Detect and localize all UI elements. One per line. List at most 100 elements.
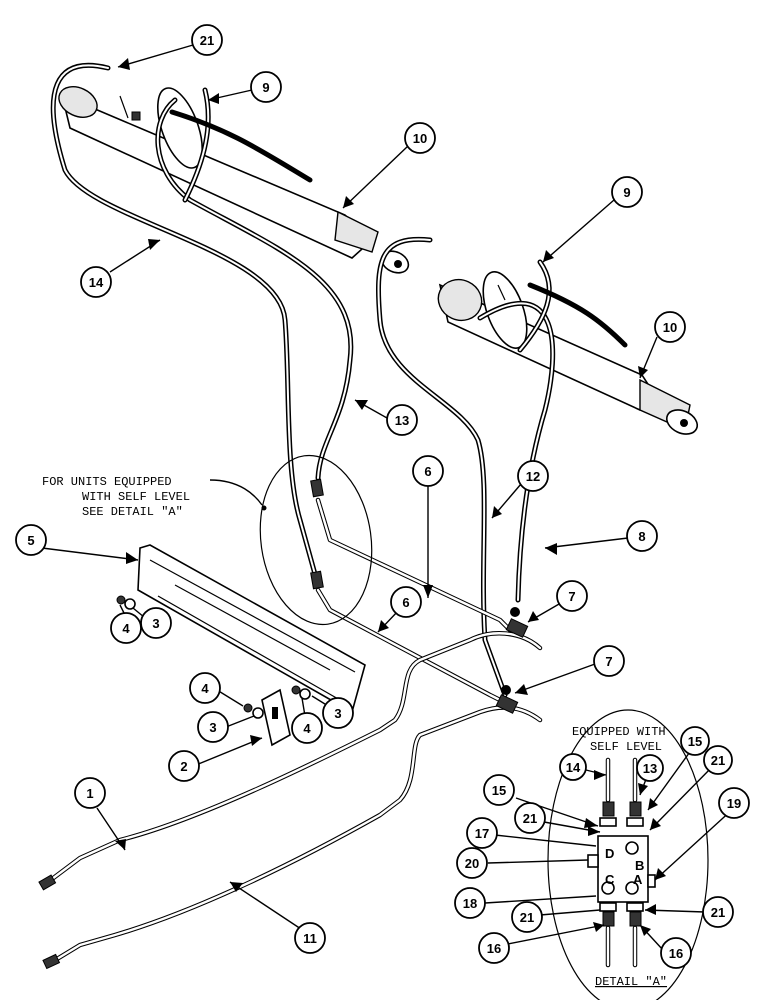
- svg-text:7: 7: [568, 589, 575, 604]
- callout-detail-21-left: 21: [514, 802, 546, 834]
- callout-9-left: 9: [250, 71, 282, 103]
- svg-text:16: 16: [669, 946, 683, 961]
- svg-text:6: 6: [424, 464, 431, 479]
- hose-14: [50, 62, 321, 588]
- callout-detail-16-right: 16: [660, 937, 692, 969]
- tee-fitting-lower: [495, 685, 519, 714]
- callout-10-right: 10: [654, 311, 686, 343]
- callout-detail-17: 17: [466, 817, 498, 849]
- callout-detail-19: 19: [718, 787, 750, 819]
- callout-3-left: 3: [140, 607, 172, 639]
- svg-text:9: 9: [262, 80, 269, 95]
- svg-text:2: 2: [180, 759, 187, 774]
- svg-text:21: 21: [711, 753, 725, 768]
- svg-text:4: 4: [303, 721, 311, 736]
- callout-3-right: 3: [322, 697, 354, 729]
- callout-13: 13: [386, 404, 418, 436]
- callout-4-mid: 4: [189, 672, 221, 704]
- clamp-bar: [137, 544, 366, 714]
- svg-text:15: 15: [688, 734, 702, 749]
- svg-text:3: 3: [334, 706, 341, 721]
- callout-detail-20: 20: [456, 847, 488, 879]
- callout-12: 12: [517, 460, 549, 492]
- svg-text:20: 20: [465, 856, 479, 871]
- callout-detail-15-left: 15: [483, 774, 515, 806]
- svg-text:21: 21: [520, 910, 534, 925]
- callout-1: 1: [74, 777, 106, 809]
- svg-text:10: 10: [413, 131, 427, 146]
- hose-12: [375, 236, 508, 698]
- svg-text:8: 8: [638, 529, 645, 544]
- svg-text:4: 4: [122, 621, 130, 636]
- svg-text:21: 21: [200, 33, 214, 48]
- detail-heading-1: EQUIPPED WITH: [572, 725, 666, 739]
- callout-11: 11: [294, 922, 326, 954]
- callout-detail-21-lowleft: 21: [511, 901, 543, 933]
- callout-7-lower: 7: [593, 645, 625, 677]
- tube-11: [49, 705, 543, 965]
- tube-6-upper: [315, 497, 513, 633]
- note-line-1: FOR UNITS EQUIPPED: [42, 475, 172, 489]
- note-line-2: WITH SELF LEVEL: [82, 490, 190, 504]
- callout-detail-18: 18: [454, 887, 486, 919]
- callout-4-left: 4: [110, 612, 142, 644]
- tube-6-lower: [315, 587, 503, 703]
- svg-text:13: 13: [643, 761, 657, 776]
- tube-1: [45, 631, 543, 885]
- svg-text:17: 17: [475, 826, 489, 841]
- hardware: [116, 595, 311, 719]
- port-a-label: A: [633, 872, 643, 887]
- svg-text:9: 9: [623, 185, 630, 200]
- svg-text:16: 16: [487, 941, 501, 956]
- callout-4-mid2: 4: [291, 712, 323, 744]
- svg-text:3: 3: [152, 616, 159, 631]
- svg-text:13: 13: [395, 413, 409, 428]
- callout-10-left: 10: [404, 122, 436, 154]
- callout-detail-14: 14: [559, 753, 587, 781]
- callout-detail-13: 13: [636, 754, 664, 782]
- callout-3-mid: 3: [197, 711, 229, 743]
- hose-9-left: [169, 87, 313, 203]
- callout-9-right: 9: [611, 176, 643, 208]
- svg-text:21: 21: [711, 905, 725, 920]
- callout-14: 14: [80, 266, 112, 298]
- self-level-note: FOR UNITS EQUIPPED WITH SELF LEVEL SEE D…: [42, 454, 373, 626]
- port-d-label: D: [605, 846, 614, 861]
- svg-text:5: 5: [27, 533, 34, 548]
- svg-text:11: 11: [303, 931, 317, 946]
- svg-text:14: 14: [566, 760, 581, 775]
- callout-6-lower: 6: [390, 586, 422, 618]
- port-c-label: C: [605, 872, 615, 887]
- svg-text:15: 15: [492, 783, 506, 798]
- callout-detail-21-topright: 21: [703, 745, 733, 775]
- detail-heading-2: SELF LEVEL: [590, 740, 662, 754]
- svg-text:7: 7: [605, 654, 612, 669]
- callout-5: 5: [15, 524, 47, 556]
- hose-13: [155, 97, 354, 481]
- detail-a: EQUIPPED WITH SELF LEVEL D B C A DETAIL …: [547, 709, 709, 1000]
- svg-text:10: 10: [663, 320, 677, 335]
- callout-7-upper: 7: [556, 580, 588, 612]
- callout-2: 2: [168, 750, 200, 782]
- svg-text:4: 4: [201, 681, 209, 696]
- leader-lines: [41, 44, 735, 951]
- svg-text:21: 21: [523, 811, 537, 826]
- callout-6-upper: 6: [412, 455, 444, 487]
- svg-text:12: 12: [526, 469, 540, 484]
- left-cylinder: [58, 86, 410, 274]
- hose-8: [477, 301, 556, 603]
- hose-9-right: [517, 259, 628, 353]
- svg-text:14: 14: [89, 275, 104, 290]
- svg-text:19: 19: [727, 796, 741, 811]
- detail-caption: DETAIL "A": [595, 975, 667, 989]
- callout-detail-15-right: 15: [680, 726, 710, 756]
- leader-arrows: [115, 58, 666, 936]
- port-b-label: B: [635, 858, 644, 873]
- right-cylinder: [437, 271, 699, 435]
- callout-21-top: 21: [191, 24, 223, 56]
- note-line-3: SEE DETAIL "A": [82, 505, 183, 519]
- clamp-plate: [261, 688, 291, 747]
- svg-text:6: 6: [402, 595, 409, 610]
- svg-text:1: 1: [86, 786, 93, 801]
